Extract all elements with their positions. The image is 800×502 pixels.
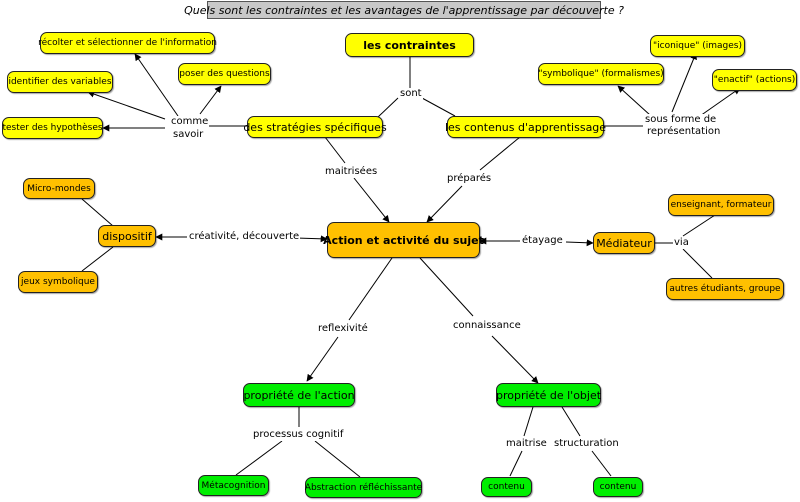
node-action[interactable]: Action et activité du sujet bbox=[323, 222, 484, 258]
link-label-comme: comme bbox=[170, 116, 210, 128]
link-via-enseignant bbox=[682, 214, 716, 237]
link-label-structuration: structuration bbox=[553, 438, 620, 450]
node-recolter[interactable]: récolter et sélectionner de l'informatio… bbox=[38, 32, 217, 54]
node-metacognition[interactable]: Métacognition bbox=[198, 475, 269, 496]
link-processus-metacognition bbox=[235, 440, 283, 476]
link-sousforme-symbolique bbox=[617, 85, 651, 116]
node-micromondes[interactable]: Micro-mondes bbox=[23, 178, 95, 199]
link-label-connaissance: connaissance bbox=[452, 320, 522, 332]
link-label-etayage: étayage bbox=[521, 235, 564, 247]
node-abstraction[interactable]: Abstraction réfléchissante bbox=[305, 477, 422, 498]
node-dispositif[interactable]: dispositif bbox=[98, 225, 156, 247]
link-label-sous-forme: sous forme de bbox=[644, 114, 718, 126]
node-prop-objet[interactable]: propriété de l'objet bbox=[496, 383, 601, 407]
node-contenu-1[interactable]: contenu bbox=[481, 477, 532, 497]
link-dispositif-jeux bbox=[81, 246, 114, 272]
node-mediateur[interactable]: Médiateur bbox=[593, 232, 655, 254]
link-label-prepares: préparés bbox=[446, 173, 493, 185]
link-action-connaissance bbox=[419, 257, 474, 317]
node-jeux[interactable]: jeux symbolique bbox=[18, 271, 98, 293]
link-dispositif-micromondes bbox=[81, 198, 114, 227]
link-label-sont: sont bbox=[399, 88, 423, 100]
link-comme-identifier bbox=[87, 90, 166, 120]
link-label-processus: processus cognitif bbox=[252, 429, 345, 441]
link-etayage-mediateur bbox=[565, 239, 594, 247]
node-symbolique[interactable]: "symbolique" (formalismes) bbox=[538, 63, 664, 85]
node-enseignant[interactable]: enseignant, formateur bbox=[668, 194, 774, 216]
link-maitrisees-action bbox=[353, 177, 390, 223]
node-contenu-2[interactable]: contenu bbox=[593, 477, 643, 497]
node-iconique[interactable]: "iconique" (images) bbox=[650, 35, 745, 57]
link-sousforme-iconique bbox=[671, 52, 697, 113]
link-label-creativite: créativité, découverte bbox=[188, 231, 301, 243]
link-contenus-prepares bbox=[479, 136, 521, 171]
node-tester[interactable]: tester des hypothèses bbox=[2, 117, 103, 139]
node-prop-action[interactable]: propriété de l'action bbox=[243, 383, 355, 407]
link-maitrise-contenu1 bbox=[509, 450, 523, 477]
map-title: Quels sont les contraintes et les avanta… bbox=[184, 1, 624, 19]
link-propobjet-maitrise bbox=[523, 406, 534, 437]
link-prepares-action bbox=[426, 185, 463, 223]
node-enactif[interactable]: "enactif" (actions) bbox=[712, 69, 797, 91]
link-reflexivite-propaction bbox=[306, 336, 339, 382]
node-autres[interactable]: autres étudiants, groupe bbox=[666, 278, 784, 300]
node-identifier[interactable]: identifier des variables bbox=[7, 71, 113, 93]
link-structuration-contenu2 bbox=[591, 450, 612, 477]
link-sousforme-enactif bbox=[699, 87, 741, 117]
link-label-representation: représentation bbox=[646, 126, 722, 138]
link-label-maitrisees: maitrisées bbox=[324, 166, 379, 178]
link-processus-abstraction bbox=[314, 440, 361, 478]
link-comme-poser bbox=[199, 85, 222, 115]
link-propobjet-structuration bbox=[561, 406, 581, 437]
link-label-maitrise: maitrise bbox=[505, 438, 548, 450]
link-label-savoir: savoir bbox=[172, 129, 205, 141]
link-label-reflexivite: reflexivité bbox=[317, 323, 369, 335]
node-contenus[interactable]: les contenus d'apprentissage bbox=[445, 116, 606, 138]
link-strategies-maitrisees bbox=[324, 136, 346, 164]
link-sont-contenus bbox=[421, 97, 456, 117]
link-creativite-action bbox=[295, 235, 328, 243]
node-poser[interactable]: poser des questions bbox=[178, 63, 271, 85]
link-label-via: via bbox=[673, 237, 690, 249]
link-via-autres bbox=[682, 248, 713, 279]
link-action-reflexivite bbox=[348, 257, 393, 321]
node-contraintes[interactable]: les contraintes bbox=[345, 33, 474, 57]
link-sont-strategies bbox=[377, 97, 399, 118]
node-strategies[interactable]: des stratégies spécifiques bbox=[243, 116, 387, 138]
link-connaissance-propobjet bbox=[491, 335, 539, 384]
link-comme-recolter bbox=[134, 53, 179, 117]
